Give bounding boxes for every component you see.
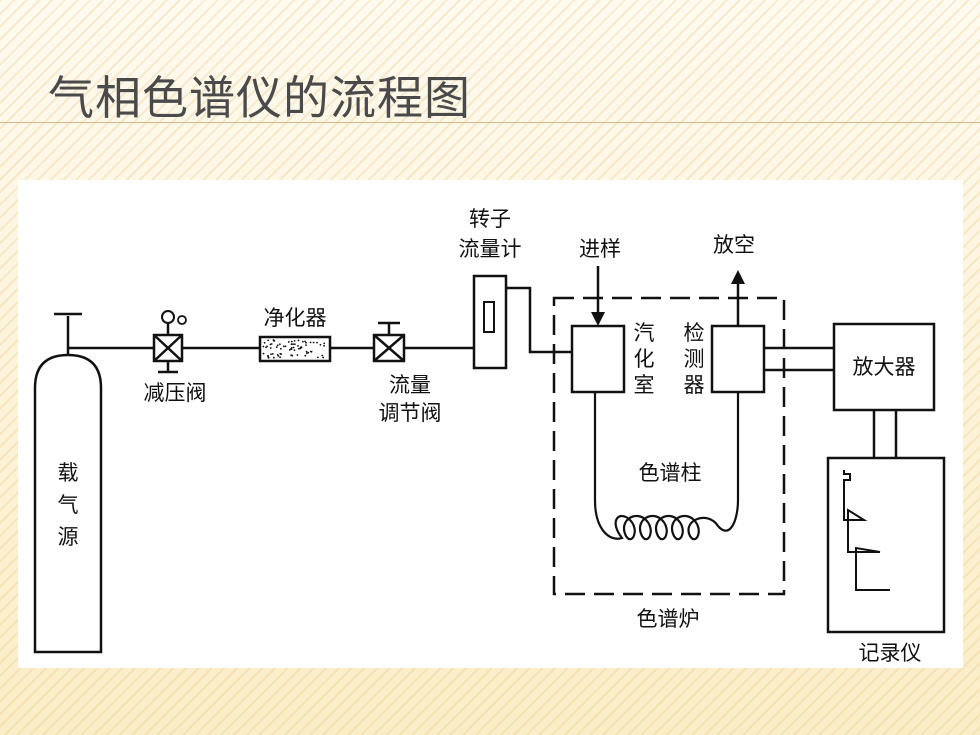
recorder-label: 记录仪	[859, 641, 922, 665]
vent-arrowhead	[731, 270, 745, 284]
purifier-speckle	[322, 356, 324, 359]
purifier-speckle	[316, 341, 318, 344]
purifier-speckle	[284, 345, 287, 348]
vaporizer-label-3: 室	[634, 373, 655, 397]
vaporization-chamber	[570, 324, 626, 394]
amplifier-label: 放大器	[853, 355, 916, 379]
purifier-speckle	[263, 341, 266, 344]
purifier-speckle	[279, 343, 281, 346]
purifier-speckle	[323, 342, 326, 345]
injection-label: 进样	[579, 237, 621, 261]
recorder	[826, 456, 946, 634]
purifier-speckle	[288, 349, 291, 351]
rotameter	[472, 274, 508, 370]
purifier-speckle	[292, 343, 294, 346]
column-label: 色谱柱	[639, 461, 702, 485]
chromatogram-trace	[843, 470, 890, 591]
purifier-speckle	[293, 340, 296, 342]
purifier-speckle	[275, 346, 278, 348]
purifier-speckle	[305, 341, 307, 344]
purifier-speckle	[309, 341, 312, 344]
pressure-reducing-valve	[152, 310, 187, 374]
purifier-speckle	[279, 352, 282, 355]
oven-label: 色谱炉	[637, 607, 700, 631]
amplifier	[832, 322, 936, 412]
gc-flow-diagram: 载 气 源 减压阀 净化器 流量 调节阀 转子 流量计	[33, 207, 946, 665]
purifier-speckle	[305, 350, 308, 353]
flow-valve-label-1: 流量	[389, 373, 431, 397]
diagram-panel: 载 气 源 减压阀 净化器 流量 调节阀 转子 流量计	[18, 180, 963, 668]
purifier-speckle	[293, 349, 296, 351]
purifier-speckle	[269, 347, 272, 349]
pressure-valve-label: 减压阀	[144, 381, 207, 405]
purifier-speckle	[273, 356, 275, 359]
rotameter-label-1: 转子	[469, 207, 511, 231]
purifier-speckle	[294, 343, 296, 346]
purifier-speckle	[309, 350, 312, 353]
purifier-speckle	[267, 339, 270, 342]
title-divider	[0, 122, 980, 123]
purifier-speckle	[302, 340, 304, 343]
purifier-speckle	[306, 352, 308, 355]
purifier-speckle	[291, 354, 294, 357]
purifier-speckle	[304, 354, 307, 357]
purifier-speckle	[317, 356, 319, 359]
purifier-speckle	[290, 340, 293, 343]
purifier-speckle	[287, 341, 290, 343]
carrier-gas-label-3: 源	[58, 525, 79, 549]
rotameter-label-2: 流量计	[459, 237, 522, 261]
purifier-speckle	[270, 343, 273, 345]
purifier-speckle	[290, 347, 293, 349]
purifier-speckle	[298, 347, 300, 350]
purifier	[258, 335, 332, 363]
purifier-speckle	[299, 347, 302, 350]
chromatographic-column	[593, 392, 740, 541]
flow-regulating-valve	[372, 321, 406, 363]
purifier-speckle	[321, 354, 324, 357]
detector-label-1: 检	[684, 321, 705, 345]
purifier-speckle	[266, 345, 268, 348]
purifier-speckle	[272, 339, 275, 341]
purifier-speckle	[280, 347, 282, 350]
flow-valve-label-2: 调节阀	[379, 401, 442, 425]
purifier-speckle	[297, 339, 300, 342]
detector	[710, 324, 766, 394]
detector-label-2: 测	[684, 347, 705, 371]
purifier-speckle	[276, 344, 279, 347]
purifier-speckle	[279, 356, 281, 359]
purifier-speckle	[271, 353, 274, 355]
purifier-speckle	[270, 353, 272, 356]
injection-arrowhead	[591, 312, 605, 326]
purifier-speckle	[276, 354, 279, 356]
vent-label: 放空	[713, 233, 755, 257]
purifier-speckle	[262, 352, 265, 355]
vaporizer-label-1: 汽	[634, 321, 655, 345]
purifier-speckle	[305, 344, 307, 346]
purifier-speckle	[267, 356, 270, 359]
carrier-gas-label-1: 载	[58, 461, 79, 485]
purifier-label: 净化器	[264, 306, 327, 330]
column-oven	[552, 296, 786, 596]
purifier-speckle	[323, 344, 325, 347]
purifier-speckle	[319, 343, 322, 346]
gas-line	[506, 286, 572, 354]
vaporizer-label-2: 化	[634, 347, 655, 371]
purifier-speckle	[292, 346, 295, 349]
purifier-speckle	[290, 343, 293, 346]
purifier-speckle	[307, 351, 310, 354]
purifier-speckle	[304, 340, 306, 343]
detector-label-3: 器	[684, 373, 705, 397]
purifier-speckle	[312, 341, 315, 344]
purifier-speckle	[297, 345, 299, 347]
purifier-speckle	[262, 345, 265, 348]
purifier-speckle	[296, 354, 299, 356]
purifier-speckle	[282, 345, 285, 348]
slide-title: 气相色谱仪的流程图	[48, 71, 471, 125]
carrier-gas-label-2: 气	[58, 493, 79, 517]
